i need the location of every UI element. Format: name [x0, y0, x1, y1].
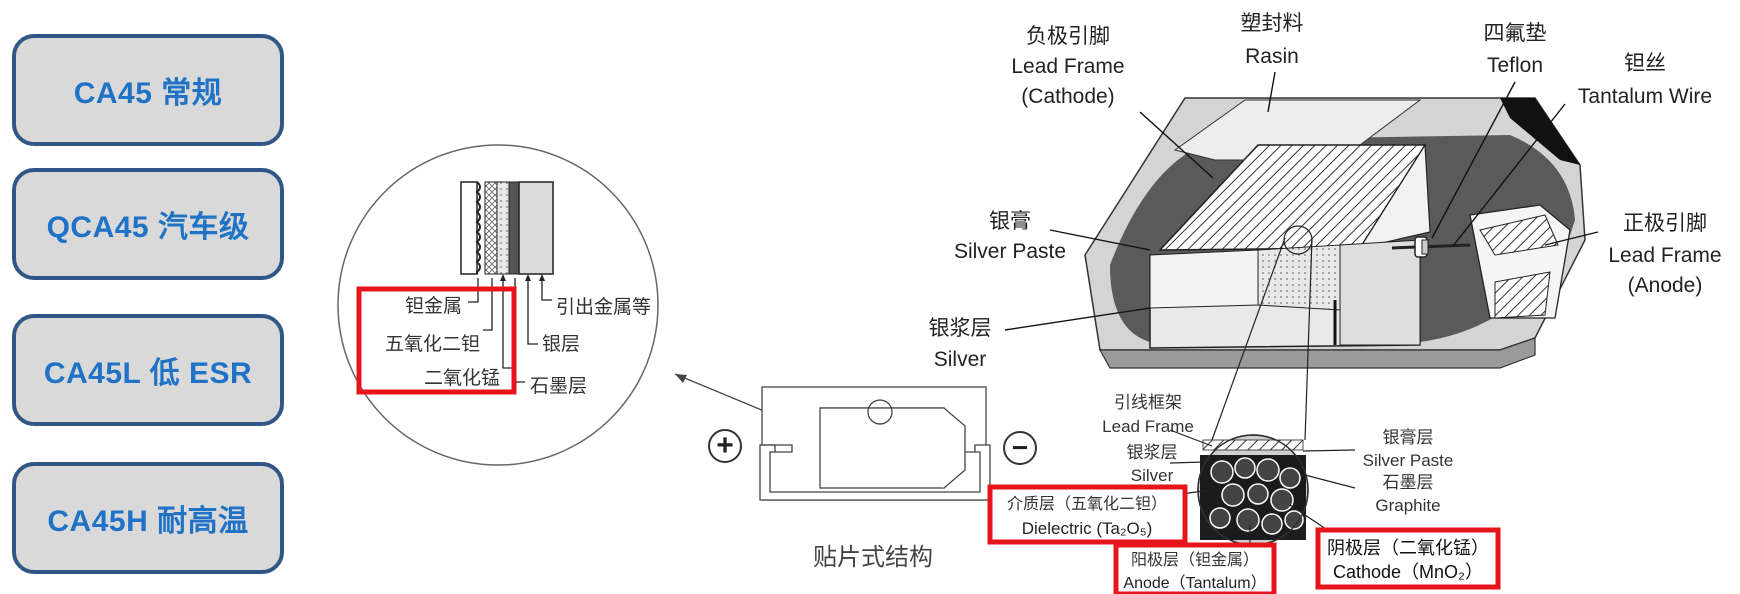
label-inset-graphite-cn: 石墨层: [1383, 473, 1434, 493]
lead-metal-layer: [518, 181, 554, 275]
label-graphite-layer: 石墨层: [530, 375, 587, 397]
label-ta-wire-cn: 钽丝: [1624, 51, 1666, 75]
label-mno2: 二氧化锰: [424, 367, 500, 389]
capacitor-cutaway: [1084, 97, 1586, 369]
smd-chip-cross-section: [708, 386, 1037, 501]
label-dielectric-cn: 介质层（五氧化二钽）: [1007, 494, 1167, 513]
label-cathode-cn: 阴极层（二氧化锰）: [1327, 538, 1489, 559]
label-tantalum-metal: 钽金属: [405, 295, 462, 317]
microstructure-inset: [1197, 434, 1309, 546]
sidebar-button-ca45l[interactable]: CA45L 低 ESR: [12, 314, 284, 426]
dielectric-callout: 介质层（五氧化二钽） Dielectric (Ta₂O₅): [987, 484, 1188, 545]
anode-callout: 阳极层（钽金属） Anode（Tantalum）: [1113, 542, 1277, 594]
label-anode-frame-en: Lead Frame: [1608, 244, 1721, 267]
label-inset-silver-paste-cn: 银膏层: [1383, 427, 1434, 448]
magnified-section-circle: 钽金属 五氧化二钽 二氧化锰 引出金属等 银层 石墨层: [337, 144, 659, 466]
label-cathode-frame-cn: 负极引脚: [1026, 24, 1110, 48]
main-leader-lines: [1004, 71, 1599, 331]
sidebar-button-ca45[interactable]: CA45 常规: [12, 34, 284, 146]
sidebar-button-label: QCA45 汽车级: [46, 211, 250, 244]
highlight-box-left: [356, 286, 517, 395]
label-ta-wire-en: Tantalum Wire: [1578, 85, 1712, 108]
label-lead-out-metal: 引出金属等: [556, 296, 651, 318]
label-cathode-en: Cathode（MnO₂）: [1333, 562, 1483, 582]
label-teflon-cn: 四氟垫: [1484, 21, 1547, 45]
cathode-callout: 阴极层（二氧化锰） Cathode（MnO₂）: [1315, 527, 1501, 590]
inset-zoom-lines: [1211, 225, 1313, 441]
label-cathode-frame-en2: (Cathode): [1021, 85, 1114, 108]
tantalum-layer: [460, 181, 478, 275]
label-inset-silver-paste-en: Silver Paste: [1363, 451, 1454, 470]
label-inset-lead-frame-en: Lead Frame: [1102, 417, 1194, 436]
label-anode-cn: 阳极层（钽金属）: [1131, 550, 1259, 569]
smd-caption: 贴片式结构: [813, 543, 933, 571]
label-dielectric-en: Dielectric (Ta₂O₅): [1022, 519, 1153, 538]
sidebar-button-label: CA45L 低 ESR: [43, 357, 253, 390]
plus-sign: +: [716, 429, 734, 462]
sidebar-button-ca45h[interactable]: CA45H 耐高温: [12, 462, 284, 574]
label-inset-silver-en: Silver: [1131, 466, 1174, 485]
label-inset-lead-frame-cn: 引线框架: [1114, 393, 1182, 413]
label-silver-layer-cn: 银浆层: [929, 316, 992, 340]
label-teflon-en: Teflon: [1487, 54, 1543, 77]
label-resin-en: Rasin: [1245, 45, 1299, 68]
sidebar-button-label: CA45 常规: [73, 77, 223, 110]
label-silver-paste-cn: 银膏: [989, 209, 1031, 233]
graphite-layer: [496, 181, 510, 275]
label-anode-frame-cn: 正极引脚: [1623, 211, 1707, 235]
sidebar-button-qca45[interactable]: QCA45 汽车级: [12, 168, 284, 280]
label-anode-frame-en2: (Anode): [1628, 274, 1703, 297]
label-silver-paste-en: Silver Paste: [954, 240, 1066, 263]
sidebar-button-label: CA45H 耐高温: [47, 505, 249, 538]
minus-sign: −: [1012, 432, 1028, 463]
label-resin-cn: 塑封料: [1241, 11, 1304, 35]
label-silver-layer-en: Silver: [934, 348, 987, 371]
label-inset-silver-cn: 银浆层: [1127, 443, 1178, 463]
label-silver-layer: 银层: [542, 333, 580, 355]
label-cathode-frame-en: Lead Frame: [1011, 55, 1124, 78]
label-inset-graphite-en: Graphite: [1375, 496, 1440, 515]
mno2-layer: [484, 181, 498, 275]
label-ta2o5: 五氧化二钽: [385, 333, 480, 355]
silver-layer: [508, 181, 520, 275]
label-anode-en: Anode（Tantalum）: [1123, 574, 1266, 592]
